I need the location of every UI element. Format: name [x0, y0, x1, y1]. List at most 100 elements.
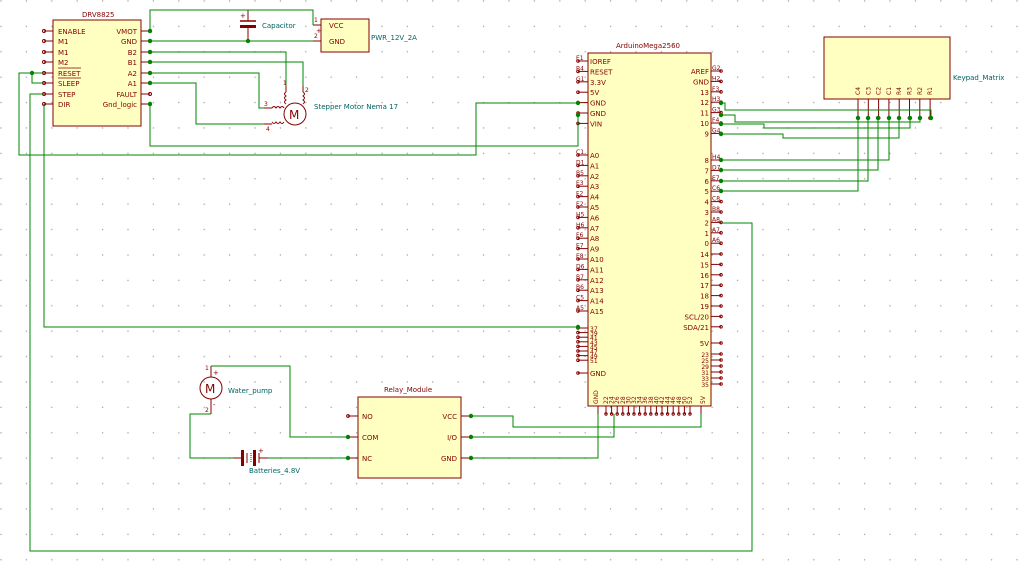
drv-right-pin: FAULT: [116, 91, 137, 99]
junction-dot: [147, 70, 153, 76]
power-supply[interactable]: VCC GND 1 2 + PWR_12V_2A: [313, 17, 417, 53]
arduino-right-pin-name: 10: [700, 120, 709, 128]
arduino-bottom-pin: 36: [642, 396, 649, 404]
capacitor-label: Capacitor: [262, 22, 296, 30]
arduino-right-pin-name: 15: [700, 261, 709, 269]
junction-dot: [147, 59, 153, 65]
junction-dot: [718, 178, 724, 184]
keypad-pin: C4: [855, 87, 862, 95]
junction-dot: [345, 434, 351, 440]
arduino-left-pin-name: 43: [590, 340, 598, 347]
arduino-left-pin-name: A12: [590, 277, 604, 285]
arduino-left-pin-num: D1: [576, 159, 585, 166]
junction-dot: [147, 49, 153, 55]
arduino-left-pin-num: C5: [576, 295, 584, 302]
wire: [150, 51, 287, 86]
wire: [189, 413, 233, 459]
pump-plus: +: [213, 369, 219, 377]
capacitor[interactable]: + Capacitor: [240, 10, 296, 40]
junction-dot: [896, 115, 902, 121]
wire: [31, 73, 44, 84]
junction-dot: [718, 112, 724, 118]
drv-right-pin: B2: [128, 49, 137, 57]
drv-left-pin: M1: [58, 49, 69, 57]
arduino-right-pin-name: 1: [705, 230, 709, 238]
arduino-bottom-pin: 44: [665, 396, 672, 404]
keypad-pin: R1: [927, 87, 934, 95]
junction-dot: [468, 434, 474, 440]
arduino-left-pin-name: 51: [590, 358, 598, 365]
arduino-left-pin-num: A5: [576, 305, 584, 312]
drv-right-pin: GND: [121, 38, 137, 46]
arduino-left-pin-num: E1: [576, 55, 584, 62]
relay-ref: Relay_Module: [384, 386, 432, 394]
drv8825-driver[interactable]: DRV8825 ENABLEM1M1M2RESETSLEEPSTEPDIRVMO…: [42, 11, 152, 127]
arduino-left-pin-name: A2: [590, 173, 599, 181]
drv-right-pin: VMOT: [116, 28, 137, 36]
arduino-right-pin-name: 16: [700, 272, 709, 280]
arduino-right-pin-name: 35: [701, 382, 709, 389]
keypad-pin: C1: [886, 87, 893, 95]
junction-dot: [718, 167, 724, 173]
water-pump[interactable]: M 1 2 + - Water_pump: [199, 365, 273, 414]
stepper-pin-4: 4: [266, 126, 270, 133]
arduino-bottom-pin: 46: [670, 396, 677, 404]
arduino-bottom-pin: 48: [676, 396, 683, 404]
junctions: [29, 28, 934, 461]
relay-left-pin: NO: [362, 413, 373, 421]
arduino-mega[interactable]: ArduinoMega2560 IOREFE1RESETB43.3VG15VGN…: [576, 42, 723, 416]
stepper-pin-2: 2: [305, 87, 309, 94]
junction-dot: [855, 115, 861, 121]
arduino-left-pin-name: GND: [590, 100, 606, 108]
arduino-left-pin-name: A5: [590, 204, 599, 212]
arduino-left-pin-num: H6: [576, 222, 585, 229]
battery-label: Batteries_4.8V: [249, 467, 300, 475]
wire: [43, 104, 578, 328]
arduino-left-pins: IOREFE1RESETB43.3VG15VGNDGNDVINA0C1A1D1A…: [576, 55, 613, 378]
arduino-left-pin-num: E8: [576, 253, 584, 260]
wire: [18, 72, 578, 156]
drv-left-pin: M1: [58, 38, 69, 46]
arduino-right-pin-num: G3: [712, 107, 721, 114]
stepper-motor[interactable]: M 1 2 3 4 Stepper Motor Nema 17: [264, 80, 398, 133]
arduino-bottom-pin: 28: [620, 396, 627, 404]
drv-left-pin: RESET: [58, 70, 81, 78]
battery[interactable]: + Batteries_4.8V: [233, 447, 300, 475]
keypad-label: Keypad_Matrix: [953, 74, 1004, 82]
arduino-left-pin-name: 47: [590, 349, 598, 356]
arduino-left-pin-name: A14: [590, 298, 604, 306]
arduino-bottom-pin: 40: [653, 396, 660, 404]
junction-dot: [718, 100, 724, 106]
arduino-right-pin-num: H4: [712, 154, 721, 161]
junction-dot: [468, 455, 474, 461]
wire: [471, 414, 702, 428]
arduino-right-pin-name: 2: [705, 219, 709, 227]
wire: [211, 365, 348, 438]
stepper-m-letter: M: [289, 108, 299, 122]
arduino-bottom-pin: 30: [625, 396, 632, 404]
arduino-left-pin-num: B5: [576, 170, 584, 177]
arduino-right-pin-name: 5V: [700, 340, 709, 348]
arduino-left-pin-num: D6: [576, 263, 585, 270]
arduino-right-pin-num: C8: [712, 196, 720, 203]
wire: [471, 414, 615, 438]
arduino-right-pin-num: A7: [712, 227, 720, 234]
arduino-right-pin-num: A6: [712, 237, 720, 244]
keypad-pin: R3: [907, 87, 914, 95]
arduino-bottom-pin: 32: [631, 396, 638, 404]
junction-dot: [147, 38, 153, 44]
capacitor-plus: +: [240, 12, 246, 20]
drv-right-pin: A2: [128, 70, 137, 78]
arduino-left-pin-name: A10: [590, 256, 604, 264]
power-pin-vcc: VCC: [329, 22, 344, 30]
arduino-left-pin-name: A15: [590, 308, 604, 316]
arduino-left-pin-name: RESET: [590, 68, 613, 76]
keypad-pin: C2: [876, 87, 883, 95]
drv-left-pin: DIR: [58, 101, 70, 109]
arduino-left-pin-name: 41: [590, 335, 598, 342]
junction-dot: [718, 188, 724, 194]
